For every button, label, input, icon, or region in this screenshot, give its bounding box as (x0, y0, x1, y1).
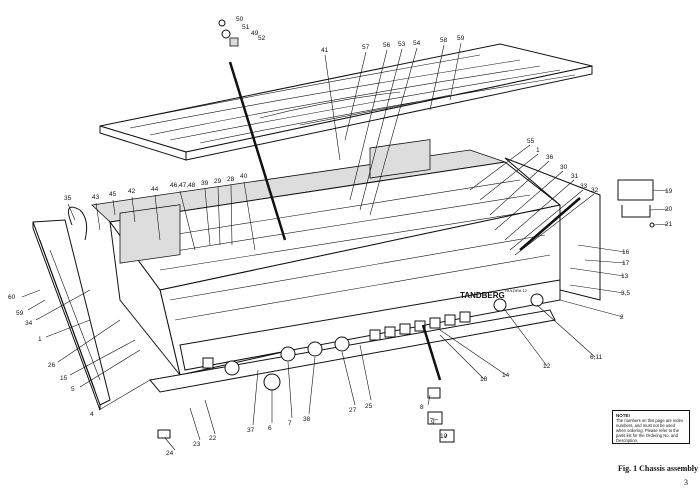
callout: 13 (621, 273, 629, 280)
ordering-note-box: NOTE! The numbers on this page are index… (612, 410, 690, 444)
callout: 16 (622, 249, 630, 256)
callout: 33 (580, 183, 588, 190)
callout: 28 (227, 176, 235, 183)
callout: 1 (536, 147, 540, 154)
callout: 1 (38, 336, 42, 343)
left-side-panel (32, 206, 111, 411)
note-title: NOTE! (616, 413, 630, 418)
callout: 27 (349, 407, 357, 414)
right-side-panel (504, 157, 601, 301)
callout: 12 (543, 363, 551, 370)
front-controls (202, 293, 544, 391)
callout-labels: 50 51 49 52 41 57 56 53 54 58 59 55 1 36… (8, 16, 673, 457)
callout: 42 (128, 188, 136, 195)
callout: 54 (413, 40, 421, 47)
callout: 34 (25, 320, 33, 327)
pointer-line (228, 61, 287, 241)
pointer-line (421, 324, 442, 381)
callout: 45 (109, 191, 117, 198)
callout: 18 (480, 376, 488, 383)
page-number: 3 (684, 478, 688, 487)
callout: 41 (321, 47, 329, 54)
callout: 9 (431, 419, 435, 426)
callout: 44 (151, 186, 159, 193)
callout: 52 (258, 35, 266, 42)
callout: 55 (527, 138, 535, 145)
callout: 43 (92, 194, 100, 201)
callout: 2 (620, 314, 624, 321)
callout: 6 (268, 425, 272, 432)
callout: 10 (440, 433, 448, 440)
callout: 46,47,48 (170, 182, 196, 189)
wooden-lid (99, 43, 593, 161)
note-text: The numbers on this page are index numbe… (616, 418, 684, 443)
callout: 25 (365, 403, 373, 410)
callout: 38 (303, 416, 311, 423)
callout: 4 (90, 411, 94, 418)
callout: 24 (166, 450, 174, 457)
callout: 21 (665, 221, 673, 228)
callout: 17 (622, 260, 630, 267)
callout: 29 (214, 178, 222, 185)
callout: 15 (60, 375, 68, 382)
callout: 59 (16, 310, 24, 317)
callout: 40 (240, 173, 248, 180)
callout: 31 (571, 173, 579, 180)
callout: 59 (457, 35, 465, 42)
callout: 14 (502, 372, 510, 379)
chassis-body (109, 139, 562, 393)
callout: 22 (209, 435, 217, 442)
callout: 53 (398, 41, 406, 48)
callout: 51 (242, 24, 250, 31)
callout: 8 (420, 404, 424, 411)
callout: 39 (201, 180, 209, 187)
callout: 56 (383, 42, 391, 49)
callout: 36 (546, 154, 554, 161)
callout: 37 (247, 427, 255, 434)
callout: 30 (560, 164, 568, 171)
knob-parts (157, 179, 655, 443)
callout: 20 (665, 206, 673, 213)
callout: 49 (251, 30, 259, 37)
callout: 5 (71, 386, 75, 393)
callout: 26 (48, 362, 56, 369)
screw-assembly (218, 19, 239, 47)
callout: 7 (288, 420, 292, 427)
callout: 23 (193, 441, 201, 448)
callout: 3,5 (621, 290, 630, 297)
brand-logo: TANDBERG (460, 291, 505, 300)
pointer-line (519, 197, 581, 251)
figure-caption: Fig. 1 Chassis assembly (618, 464, 699, 473)
callout: 58 (440, 37, 448, 44)
callout: 50 (236, 16, 244, 23)
callout: 60 (8, 294, 16, 301)
callout: 32 (591, 187, 599, 194)
callout: 57 (362, 44, 370, 51)
callout: 19 (665, 188, 673, 195)
leader-lines (21, 42, 669, 451)
callout: 6,11 (590, 354, 603, 361)
model-name: HULDRA 12 (505, 288, 528, 293)
callout: 35 (64, 195, 72, 202)
